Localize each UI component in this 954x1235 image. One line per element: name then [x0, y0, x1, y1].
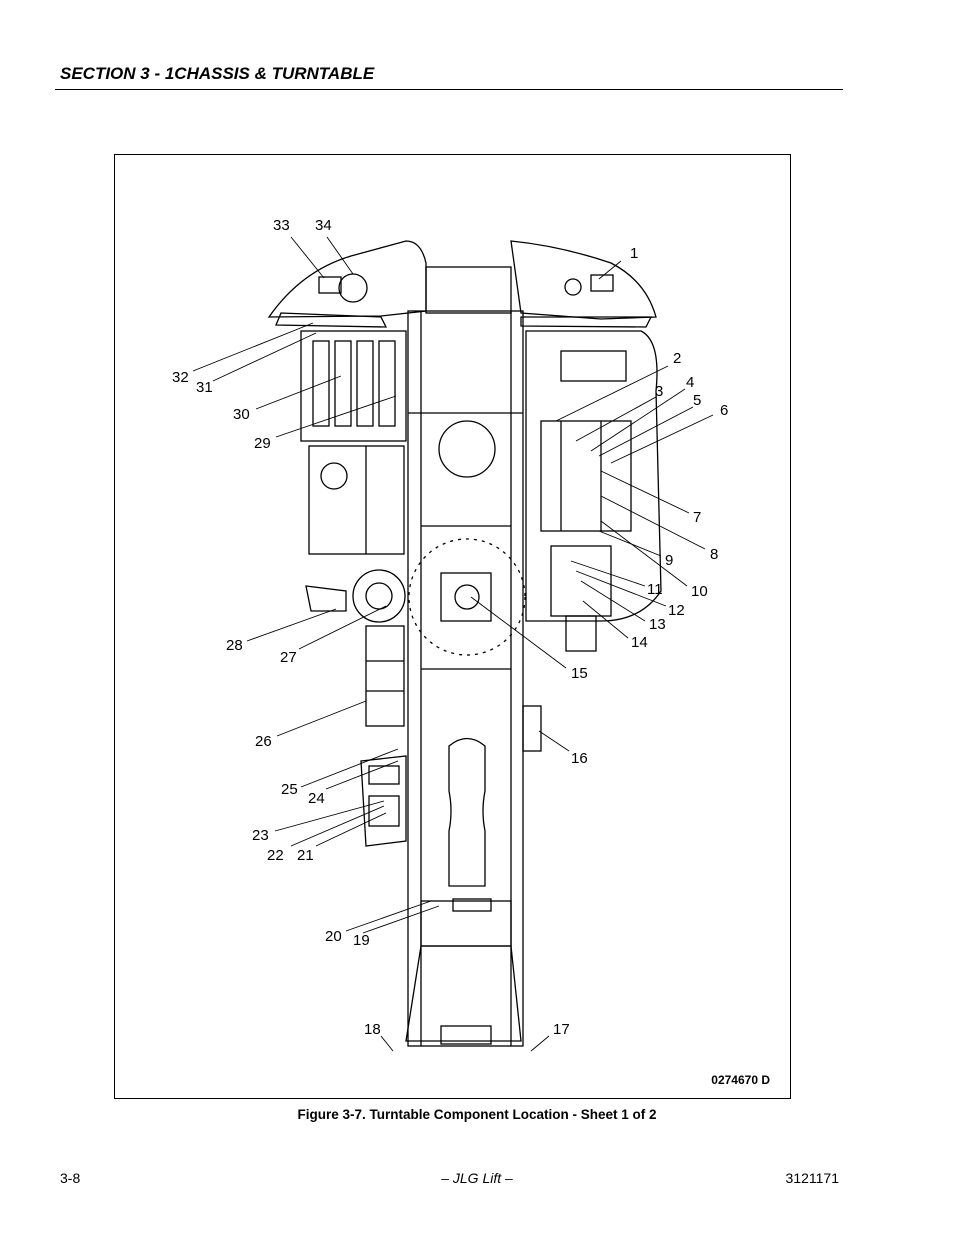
counterweight-cutout	[448, 737, 486, 887]
callout-1: 1	[630, 245, 638, 262]
fuel-cap	[338, 273, 368, 303]
callout-14: 14	[631, 634, 648, 651]
figure-frame: 1 2 3 4 5 6 7 8 9 10 11 12 13 14 15 16 1…	[114, 154, 791, 1099]
callout-2: 2	[673, 350, 681, 367]
publisher-name: – JLG Lift –	[441, 1170, 513, 1186]
callout-labels: 1 2 3 4 5 6 7 8 9 10 11 12 13 14 15 16 1…	[172, 217, 728, 1038]
turntable-drawing: 1 2 3 4 5 6 7 8 9 10 11 12 13 14 15 16 1…	[172, 217, 728, 1052]
bearing-bolt-circle	[408, 538, 526, 656]
callout-33: 33	[273, 217, 290, 234]
callout-21: 21	[297, 847, 314, 864]
callout-29: 29	[254, 435, 271, 452]
callout-19: 19	[353, 932, 370, 949]
callout-28: 28	[226, 637, 243, 654]
right-lower-box	[522, 705, 542, 752]
callout-11: 11	[647, 581, 663, 598]
callout-20: 20	[325, 928, 342, 945]
callout-32: 32	[172, 369, 189, 386]
callout-10: 10	[691, 583, 708, 600]
callout-26: 26	[255, 733, 272, 750]
turntable-frame	[407, 310, 524, 1047]
callout-16: 16	[571, 750, 588, 767]
right-cowl	[510, 240, 657, 320]
left-cowl	[267, 240, 427, 318]
callout-27: 27	[280, 649, 297, 666]
drawing-number: 0274670 D	[711, 1073, 770, 1087]
callout-17: 17	[553, 1021, 570, 1038]
engine	[540, 420, 632, 532]
callout-15: 15	[571, 665, 588, 682]
callout-31: 31	[196, 379, 213, 396]
callout-12: 12	[668, 602, 685, 619]
figure-caption: Figure 3-7. Turntable Component Location…	[297, 1107, 657, 1122]
lower-left-assembly	[360, 755, 407, 847]
header-divider	[55, 89, 843, 90]
ground-control-box	[308, 445, 405, 555]
callout-8: 8	[710, 546, 718, 563]
callout-13: 13	[649, 616, 666, 633]
document-number: 3121171	[785, 1170, 839, 1186]
engine-compartment	[525, 330, 662, 622]
battery-box	[300, 330, 407, 442]
frame-cutout	[438, 420, 496, 478]
callout-25: 25	[281, 781, 298, 798]
callout-30: 30	[233, 406, 250, 423]
callout-34: 34	[315, 217, 332, 234]
valve-stack	[365, 625, 405, 727]
callout-18: 18	[364, 1021, 381, 1038]
page-number: 3-8	[60, 1170, 81, 1186]
callout-23: 23	[252, 827, 269, 844]
callout-7: 7	[693, 509, 701, 526]
callout-9: 9	[665, 552, 673, 569]
callout-3: 3	[655, 383, 663, 400]
callout-4: 4	[686, 374, 694, 391]
callout-24: 24	[308, 790, 325, 807]
section-header: SECTION 3 - 1CHASSIS & TURNTABLE	[60, 64, 375, 83]
swing-motor	[352, 569, 406, 623]
hydraulic-pump	[565, 615, 597, 652]
callout-5: 5	[693, 392, 701, 409]
callout-22: 22	[267, 847, 284, 864]
callout-6: 6	[720, 402, 728, 419]
